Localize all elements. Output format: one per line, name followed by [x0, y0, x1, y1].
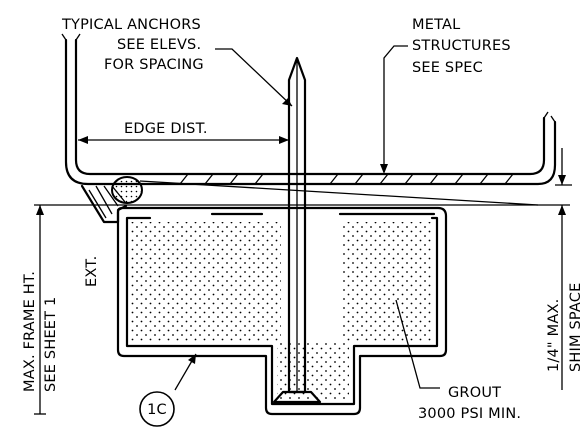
callout-label: 1C	[147, 402, 167, 418]
shim-space-dimension	[555, 148, 572, 390]
edge-distance-dimension	[78, 136, 289, 144]
metal-label-line-1: METAL	[412, 17, 460, 33]
edge-distance-label: EDGE DIST.	[124, 121, 208, 137]
exterior-label: EXT.	[84, 256, 100, 287]
frame-height-label-line-2: SEE SHEET 1	[43, 297, 59, 392]
sill-block	[116, 206, 448, 416]
metal-leader	[383, 45, 408, 172]
metal-frame	[61, 33, 557, 186]
frame-height-label-line-1: MAX. FRAME HT.	[22, 271, 38, 392]
metal-label-line-3: SEE SPEC	[412, 60, 483, 76]
callout-1c: 1C	[139, 353, 197, 427]
shim-label-line-1: 1/4" MAX.	[546, 299, 562, 372]
grout-leader	[395, 299, 440, 389]
anchors-label-line-2: SEE ELEVS.	[117, 37, 201, 53]
metal-label-line-2: STRUCTURES	[412, 38, 511, 54]
anchors-label-line-3: FOR SPACING	[104, 57, 204, 73]
frame-height-dimension	[34, 205, 46, 415]
metal-hatch	[179, 173, 514, 185]
grout-label-line-1: GROUT	[448, 385, 501, 401]
grout-label-line-2: 3000 PSI MIN.	[418, 406, 521, 422]
anchor-bolt	[272, 56, 322, 404]
anchors-label-line-1: TYPICAL ANCHORS	[61, 17, 201, 33]
shim-label-line-2: SHIM SPACE	[568, 283, 584, 372]
anchors-leader	[215, 48, 293, 107]
